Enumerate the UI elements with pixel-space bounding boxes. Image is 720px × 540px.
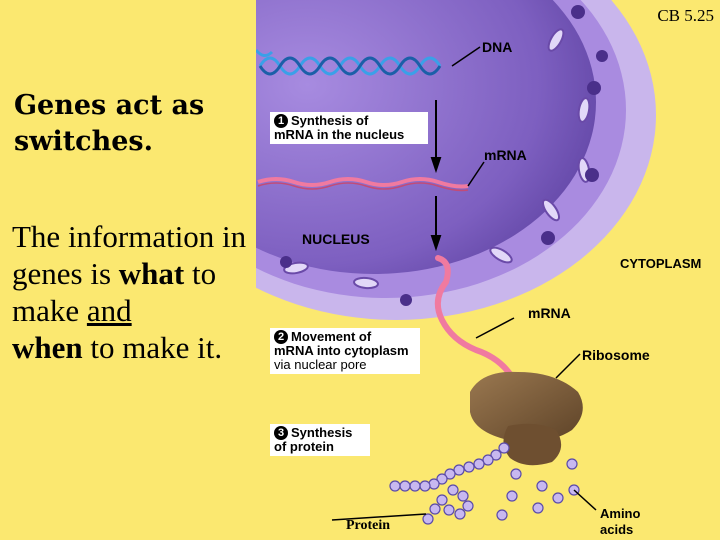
amino-acid [454, 508, 466, 520]
amino-acid [436, 473, 448, 485]
amino-acid [389, 480, 401, 492]
arrow-2-head [430, 235, 442, 252]
envelope-protein [400, 294, 412, 306]
envelope-proteins [280, 5, 608, 306]
label-nucleus: NUCLEUS [302, 231, 370, 247]
envelope-protein [280, 256, 292, 268]
amino-acid [409, 480, 421, 492]
dna-strand-b [258, 56, 442, 76]
dna-strand-a [258, 56, 442, 76]
slide-code: CB 5.25 [657, 6, 714, 25]
step-3-line-2: of protein [274, 439, 334, 454]
amino-acid [443, 504, 455, 516]
slide-heading: Genes act as switches. [14, 88, 254, 160]
body-when: when [12, 330, 83, 365]
text-panel: Genes act as switches. The information i… [0, 0, 262, 540]
amino-acid [463, 461, 475, 473]
pointer-ribosome [555, 353, 581, 379]
pointer-dna [451, 46, 481, 67]
amino-acid [498, 442, 510, 454]
free-amino-acid [496, 509, 508, 521]
protein-chain [389, 442, 510, 525]
step-1-line-2: mRNA in the nucleus [274, 127, 405, 142]
amino-acid [473, 458, 485, 470]
amino-acid [447, 484, 459, 496]
amino-acid [436, 494, 448, 506]
label-ribosome: Ribosome [582, 347, 650, 363]
step-2-line-3: via nuclear pore [274, 357, 367, 372]
nuclear-pores [283, 28, 591, 290]
pointer-protein [331, 513, 427, 521]
ribosome-small-subunit [503, 423, 562, 466]
amino-acid [419, 480, 431, 492]
step-3-number: 3 [274, 426, 288, 440]
amino-acid [422, 513, 434, 525]
envelope-protein [541, 231, 555, 245]
body-part-1: The information in genes is [12, 219, 247, 291]
label-mrna-nucleus: mRNA [484, 147, 527, 163]
heading-line-2: switches. [14, 126, 154, 157]
envelope-protein [585, 168, 599, 182]
nuclear-pore [577, 97, 591, 123]
pointer-mrna-nucleus [467, 161, 485, 187]
amino-acid [462, 500, 474, 512]
nuclear-pore [489, 246, 513, 264]
body-part-3: to make it. [82, 330, 223, 365]
step-2-line-2: mRNA into cytoplasm [274, 343, 409, 358]
label-protein: Protein [346, 518, 391, 533]
envelope-protein [571, 5, 585, 19]
arrow-1-head [430, 157, 442, 174]
free-amino-acid [510, 468, 522, 480]
free-amino-acid [552, 492, 564, 504]
nuclear-pore [353, 276, 379, 290]
label-dna: DNA [482, 39, 512, 55]
amino-acid [444, 468, 456, 480]
dna-helix [256, 49, 442, 76]
mrna-strand-nucleus-shadow [257, 182, 469, 192]
amino-acid [457, 490, 469, 502]
envelope-protein [587, 81, 601, 95]
label-amino-line-1: Amino [600, 506, 641, 521]
step-1-line-1: Synthesis of [291, 113, 369, 128]
nuclear-pore [541, 198, 561, 222]
mrna-strand-nucleus [257, 177, 469, 189]
amino-acid [428, 478, 440, 490]
free-amino-acid [536, 480, 548, 492]
label-pointers [331, 46, 597, 521]
pointer-mrna-cytoplasm [475, 317, 515, 339]
free-amino-acid [566, 458, 578, 470]
gene-expression-diagram: DNA mRNA NUCLEUS CYTOPLASM mRNA Ribosome… [256, 0, 720, 540]
amino-acid [429, 503, 441, 515]
body-and: and [86, 293, 132, 328]
heading-line-1: Genes act as [14, 90, 205, 121]
envelope-protein [596, 50, 608, 62]
amino-acid [482, 454, 494, 466]
free-amino-acid [532, 502, 544, 514]
amino-acid [399, 480, 411, 492]
label-cytoplasm: CYTOPLASM [620, 256, 701, 271]
flow-arrows [430, 100, 442, 252]
ribosome-large-subunit [470, 371, 583, 442]
ribosome [470, 371, 583, 466]
body-part-2: to make [12, 256, 217, 328]
label-amino-line-2: acids [600, 522, 633, 537]
dna-strand-c [256, 49, 274, 57]
body-what: what [118, 256, 185, 291]
step-2-number: 2 [274, 330, 288, 344]
step-2-line-1: Movement of [291, 329, 372, 344]
nuclear-pore [547, 28, 565, 52]
step-1-number: 1 [274, 114, 288, 128]
slide-body-text: The information in genes is what to make… [12, 218, 262, 366]
amino-acid [490, 449, 502, 461]
amino-acid [453, 464, 465, 476]
pointer-amino-acids [573, 489, 597, 511]
step-3-line-1: Synthesis [291, 425, 353, 440]
label-mrna-cytoplasm: mRNA [528, 305, 571, 321]
free-amino-acid [506, 490, 518, 502]
